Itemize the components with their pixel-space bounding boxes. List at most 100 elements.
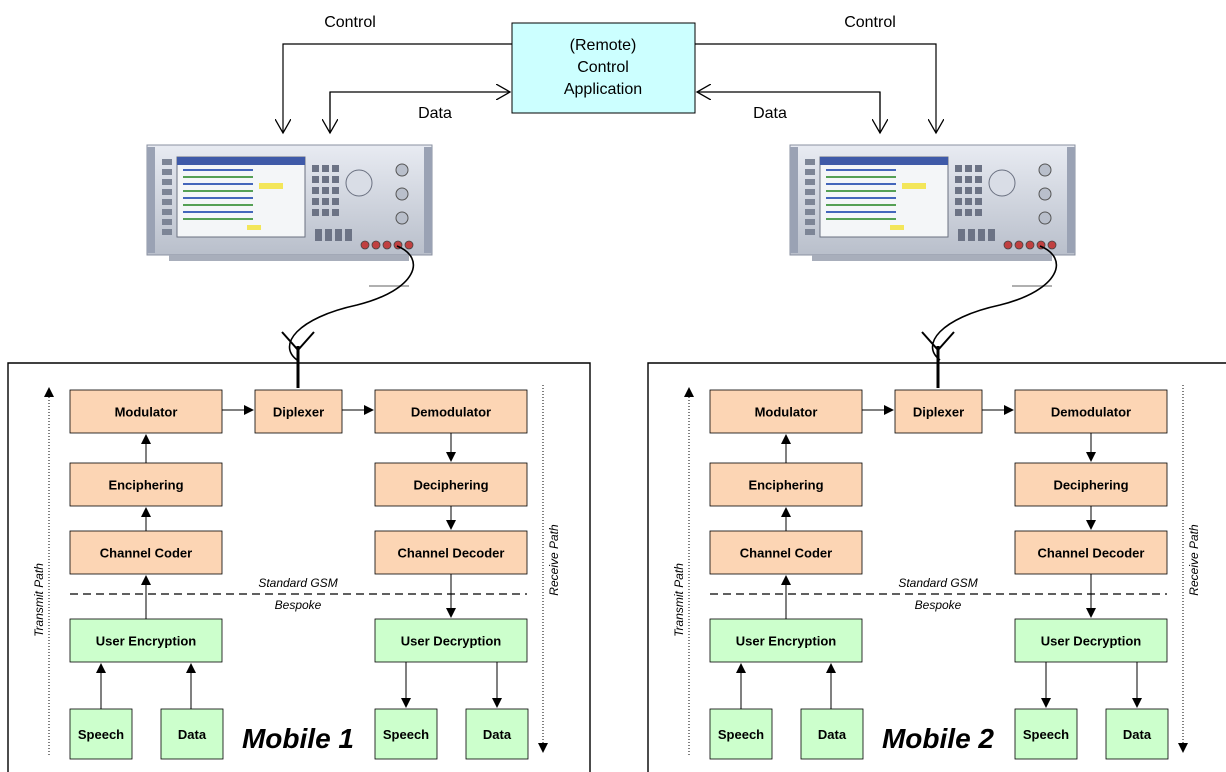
screen-title-bar: [820, 157, 948, 165]
rf-cable: [931, 245, 1058, 361]
keypad-key: [332, 198, 339, 205]
user-decryption-label: User Decryption: [1041, 634, 1141, 649]
standard-gsm-label: Standard GSM: [898, 576, 977, 590]
softkey: [805, 189, 815, 195]
screen-text-line: [183, 183, 253, 185]
keypad-key: [322, 176, 329, 183]
handle-left: [790, 147, 798, 253]
user-encryption-label: User Encryption: [96, 634, 196, 649]
screen-text-line: [826, 169, 896, 171]
antenna-head: [281, 331, 315, 352]
speech-output-label: Speech: [1023, 727, 1069, 742]
keypad-key: [312, 209, 319, 216]
rotary-knob: [988, 169, 1016, 197]
standard-gsm-label: Standard GSM: [258, 576, 337, 590]
rf-port: [1047, 240, 1057, 250]
receive-path-label: Receive Path: [1187, 524, 1201, 596]
port-block: [968, 229, 975, 241]
port-block: [978, 229, 985, 241]
control-application: (Remote) Control Application: [511, 22, 696, 114]
softkey: [162, 219, 172, 225]
speech-input-box: [69, 708, 133, 760]
data-input-label: Data: [818, 727, 847, 742]
softkey: [805, 229, 815, 235]
instrument-feet: [169, 255, 409, 261]
screen-text-line: [183, 176, 253, 178]
enciphering-label: Enciphering: [748, 478, 823, 493]
softkey: [162, 199, 172, 205]
enciphering-box: [709, 462, 863, 507]
connection-lines: [283, 43, 936, 133]
serial-label: [369, 285, 409, 287]
connector: [395, 187, 409, 201]
softkey: [162, 189, 172, 195]
port-block: [335, 229, 342, 241]
control-label-left: Control: [324, 14, 376, 31]
handle-right: [424, 147, 432, 253]
modulator-box: [69, 389, 223, 434]
keypad-key: [312, 176, 319, 183]
user-encryption-box: [709, 618, 863, 663]
channel-decoder-label: Channel Decoder: [1038, 546, 1145, 561]
diplexer-box: [254, 389, 343, 434]
rf-port: [360, 240, 370, 250]
screen-text-line: [826, 183, 896, 185]
keypad-key: [322, 209, 329, 216]
diplexer-box: [894, 389, 983, 434]
keypad-key: [312, 198, 319, 205]
keypad-key: [332, 176, 339, 183]
handle-right: [1067, 147, 1075, 253]
keypad-key: [955, 209, 962, 216]
keypad-key: [975, 209, 982, 216]
screen-text-line: [826, 176, 896, 178]
keypad-key: [965, 176, 972, 183]
port-block: [988, 229, 995, 241]
modulator-label: Modulator: [755, 405, 818, 420]
speech-output-label: Speech: [383, 727, 429, 742]
channel-coder-box: [709, 530, 863, 575]
data-label-right: Data: [753, 105, 787, 122]
screen-text-line: [183, 190, 253, 192]
channel-coder-label: Channel Coder: [740, 546, 832, 561]
control-app-line-1: (Remote): [570, 37, 637, 54]
control-app-line-3: Application: [564, 81, 642, 98]
user-decryption-label: User Decryption: [401, 634, 501, 649]
receive-path-label: Receive Path: [547, 524, 561, 596]
rf-cable: [288, 245, 415, 361]
instrument-feet: [812, 255, 1052, 261]
data-input-label: Data: [178, 727, 207, 742]
data-input-box: [800, 708, 864, 760]
data-label-left: Data: [418, 105, 452, 122]
softkey: [805, 209, 815, 215]
speech-output-box: [374, 708, 438, 760]
control-line-right: [695, 43, 936, 133]
keypad-key: [322, 165, 329, 172]
mobile-title: Mobile 2: [882, 723, 994, 754]
speech-output-box: [1014, 708, 1078, 760]
rf-port: [404, 240, 414, 250]
keypad-key: [955, 165, 962, 172]
keypad-key: [322, 198, 329, 205]
softkey: [162, 159, 172, 165]
control-line-left: [283, 43, 512, 133]
demodulator-box: [1014, 389, 1168, 434]
control-label-right: Control: [844, 14, 896, 31]
channel-decoder-box: [374, 530, 528, 575]
data-output-box: [1105, 708, 1169, 760]
keypad-key: [322, 187, 329, 194]
screen-text-line: [183, 204, 253, 206]
data-output-label: Data: [483, 727, 512, 742]
bespoke-label: Bespoke: [915, 598, 962, 612]
rf-port: [1014, 240, 1024, 250]
channel-decoder-label: Channel Decoder: [398, 546, 505, 561]
user-decryption-box: [1014, 618, 1168, 663]
screen-text-line: [183, 169, 253, 171]
keypad-key: [975, 187, 982, 194]
screen-text-line: [826, 218, 896, 220]
connector: [1038, 163, 1052, 177]
softkey: [162, 169, 172, 175]
softkey: [805, 199, 815, 205]
bespoke-label: Bespoke: [275, 598, 322, 612]
connector: [395, 211, 409, 225]
